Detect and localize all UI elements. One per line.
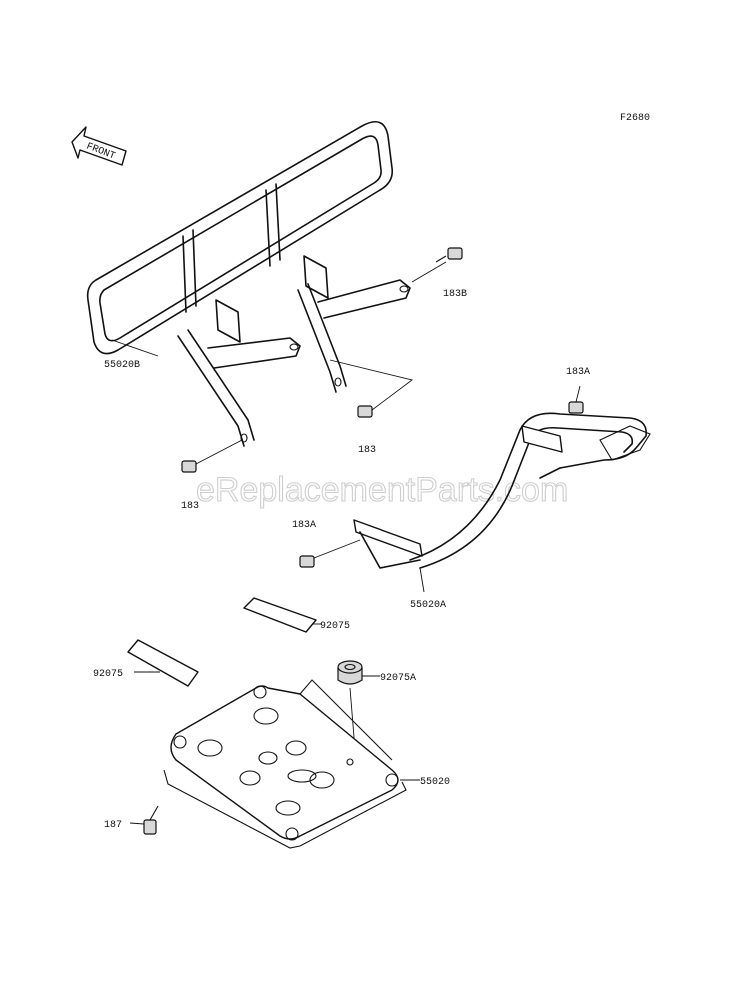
label-55020b: 55020B xyxy=(104,360,140,371)
bolt-183-left-icon xyxy=(181,460,197,473)
front-arrow-icon: FRONT xyxy=(71,126,127,166)
skid-plate-55020 xyxy=(163,679,407,849)
watermark-text: eReplacementParts.com xyxy=(196,471,568,509)
label-55020a: 55020A xyxy=(410,600,446,611)
label-183b: 183B xyxy=(443,289,467,300)
label-183a-mid: 183A xyxy=(292,520,316,531)
bolt-183b-icon xyxy=(435,247,463,263)
figure-code: F2680 xyxy=(620,113,650,124)
label-92075-left: 92075 xyxy=(93,669,123,680)
label-187: 187 xyxy=(104,820,122,831)
rear-rack-55020b xyxy=(86,120,411,447)
label-183a-top: 183A xyxy=(566,367,590,378)
label-92075-right: 92075 xyxy=(320,621,350,632)
label-92075a: 92075A xyxy=(380,673,416,684)
pad-92075-right-icon xyxy=(243,597,317,633)
bolt-183-right-icon xyxy=(357,405,373,418)
label-55020: 55020 xyxy=(420,777,450,788)
damper-92075a-icon xyxy=(337,660,363,685)
bolt-183a-mid-icon xyxy=(299,555,315,568)
bolt-187-icon xyxy=(143,805,159,835)
label-183-right: 183 xyxy=(358,445,376,456)
bolt-183a-top-icon xyxy=(568,401,584,414)
bumper-55020a xyxy=(353,412,651,569)
pad-92075-left-icon xyxy=(127,639,199,687)
label-183-left: 183 xyxy=(181,501,199,512)
